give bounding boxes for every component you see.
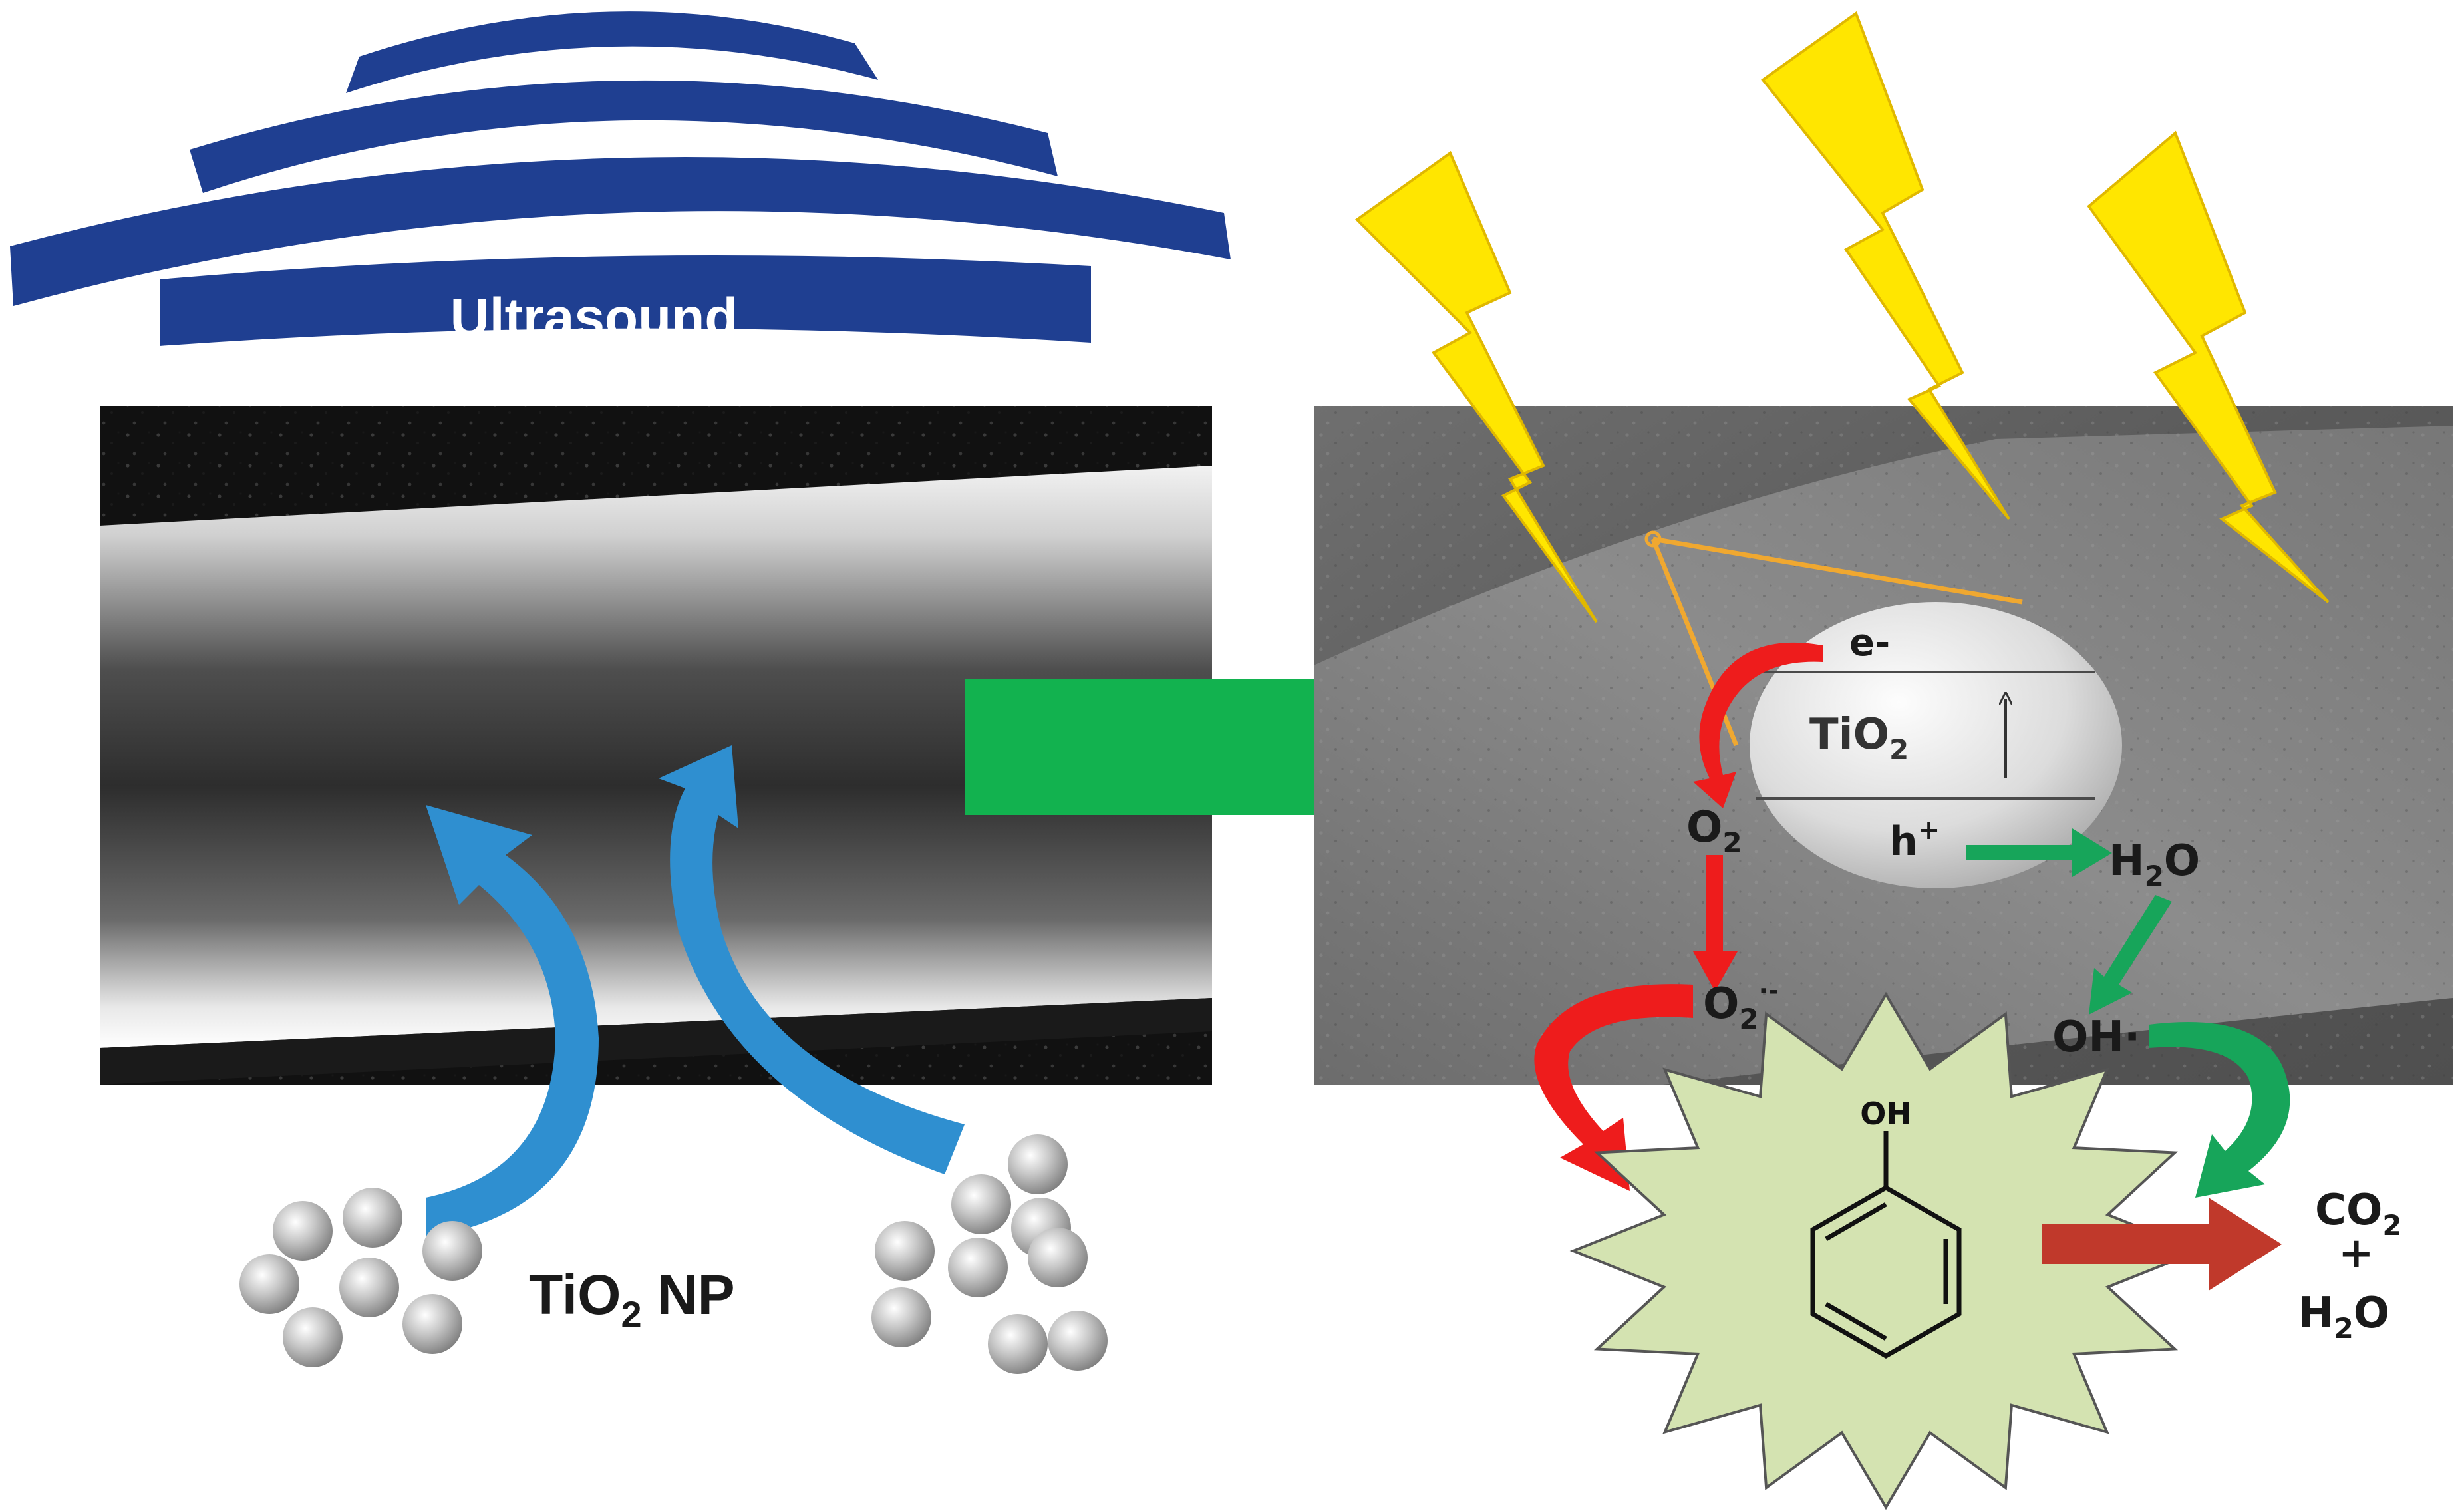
oxygen-label: O2 bbox=[1686, 803, 1742, 859]
pollutant-burst bbox=[1569, 991, 2203, 1510]
phenol-oh-label: OH bbox=[1860, 1096, 1912, 1132]
phenol-ring bbox=[1810, 1184, 1962, 1359]
superoxide-formation-arrow bbox=[1693, 855, 1738, 991]
reduction-pathway bbox=[1534, 642, 1823, 1191]
transfer-arrows bbox=[426, 745, 965, 1238]
product-h2o-label: H2O bbox=[2298, 1289, 2389, 1345]
pollutant-starburst bbox=[1569, 991, 2203, 1510]
electron-transfer-arrow bbox=[1693, 642, 1823, 808]
ultrasound-waves bbox=[10, 11, 1231, 346]
hydroxyl-label: OH· bbox=[2052, 1013, 2140, 1062]
hole-transfer-arrow bbox=[1966, 828, 2112, 877]
water-label: H2O bbox=[2109, 836, 2200, 892]
hydroxyl-attack-arrow bbox=[2149, 1022, 2290, 1198]
ultrasound-wave-small bbox=[346, 11, 878, 93]
transfer-arrow-right bbox=[659, 745, 965, 1174]
superoxide-attack-arrow bbox=[1534, 984, 1693, 1191]
zoom-line-top bbox=[1652, 536, 2023, 605]
tio2-label: TiO2 bbox=[1809, 710, 1909, 766]
tio2-ellipse bbox=[1750, 602, 2122, 888]
ultrasound-label: Ultrasound bbox=[450, 287, 738, 348]
lightning-icon bbox=[1354, 150, 1598, 623]
electron-label: e- bbox=[1849, 621, 1890, 665]
superoxide-label: O2·- bbox=[1703, 976, 1779, 1035]
lightning-icon bbox=[2087, 130, 2330, 603]
transfer-arrow-left bbox=[426, 805, 599, 1238]
product-arrow bbox=[2042, 1198, 2282, 1291]
ultrasound-wave-large bbox=[10, 157, 1231, 306]
hydroxyl-formation-arrow bbox=[2089, 895, 2172, 1015]
light-sources bbox=[1354, 11, 2330, 623]
phenol-structure bbox=[1810, 1131, 1962, 1359]
hole-label: h+ bbox=[1889, 815, 1940, 865]
product-co2-label: CO2 bbox=[2315, 1186, 2402, 1242]
nanoparticles-right bbox=[871, 1134, 1108, 1374]
nanoparticle-label: TiO2 NP bbox=[529, 1263, 735, 1335]
oxidation-pathway bbox=[1966, 828, 2290, 1198]
nanoparticles-left bbox=[239, 1188, 482, 1367]
ultrasound-wave-medium bbox=[190, 80, 1058, 193]
product-plus-label: + bbox=[2338, 1229, 2374, 1278]
lightning-icon bbox=[1761, 11, 2010, 520]
